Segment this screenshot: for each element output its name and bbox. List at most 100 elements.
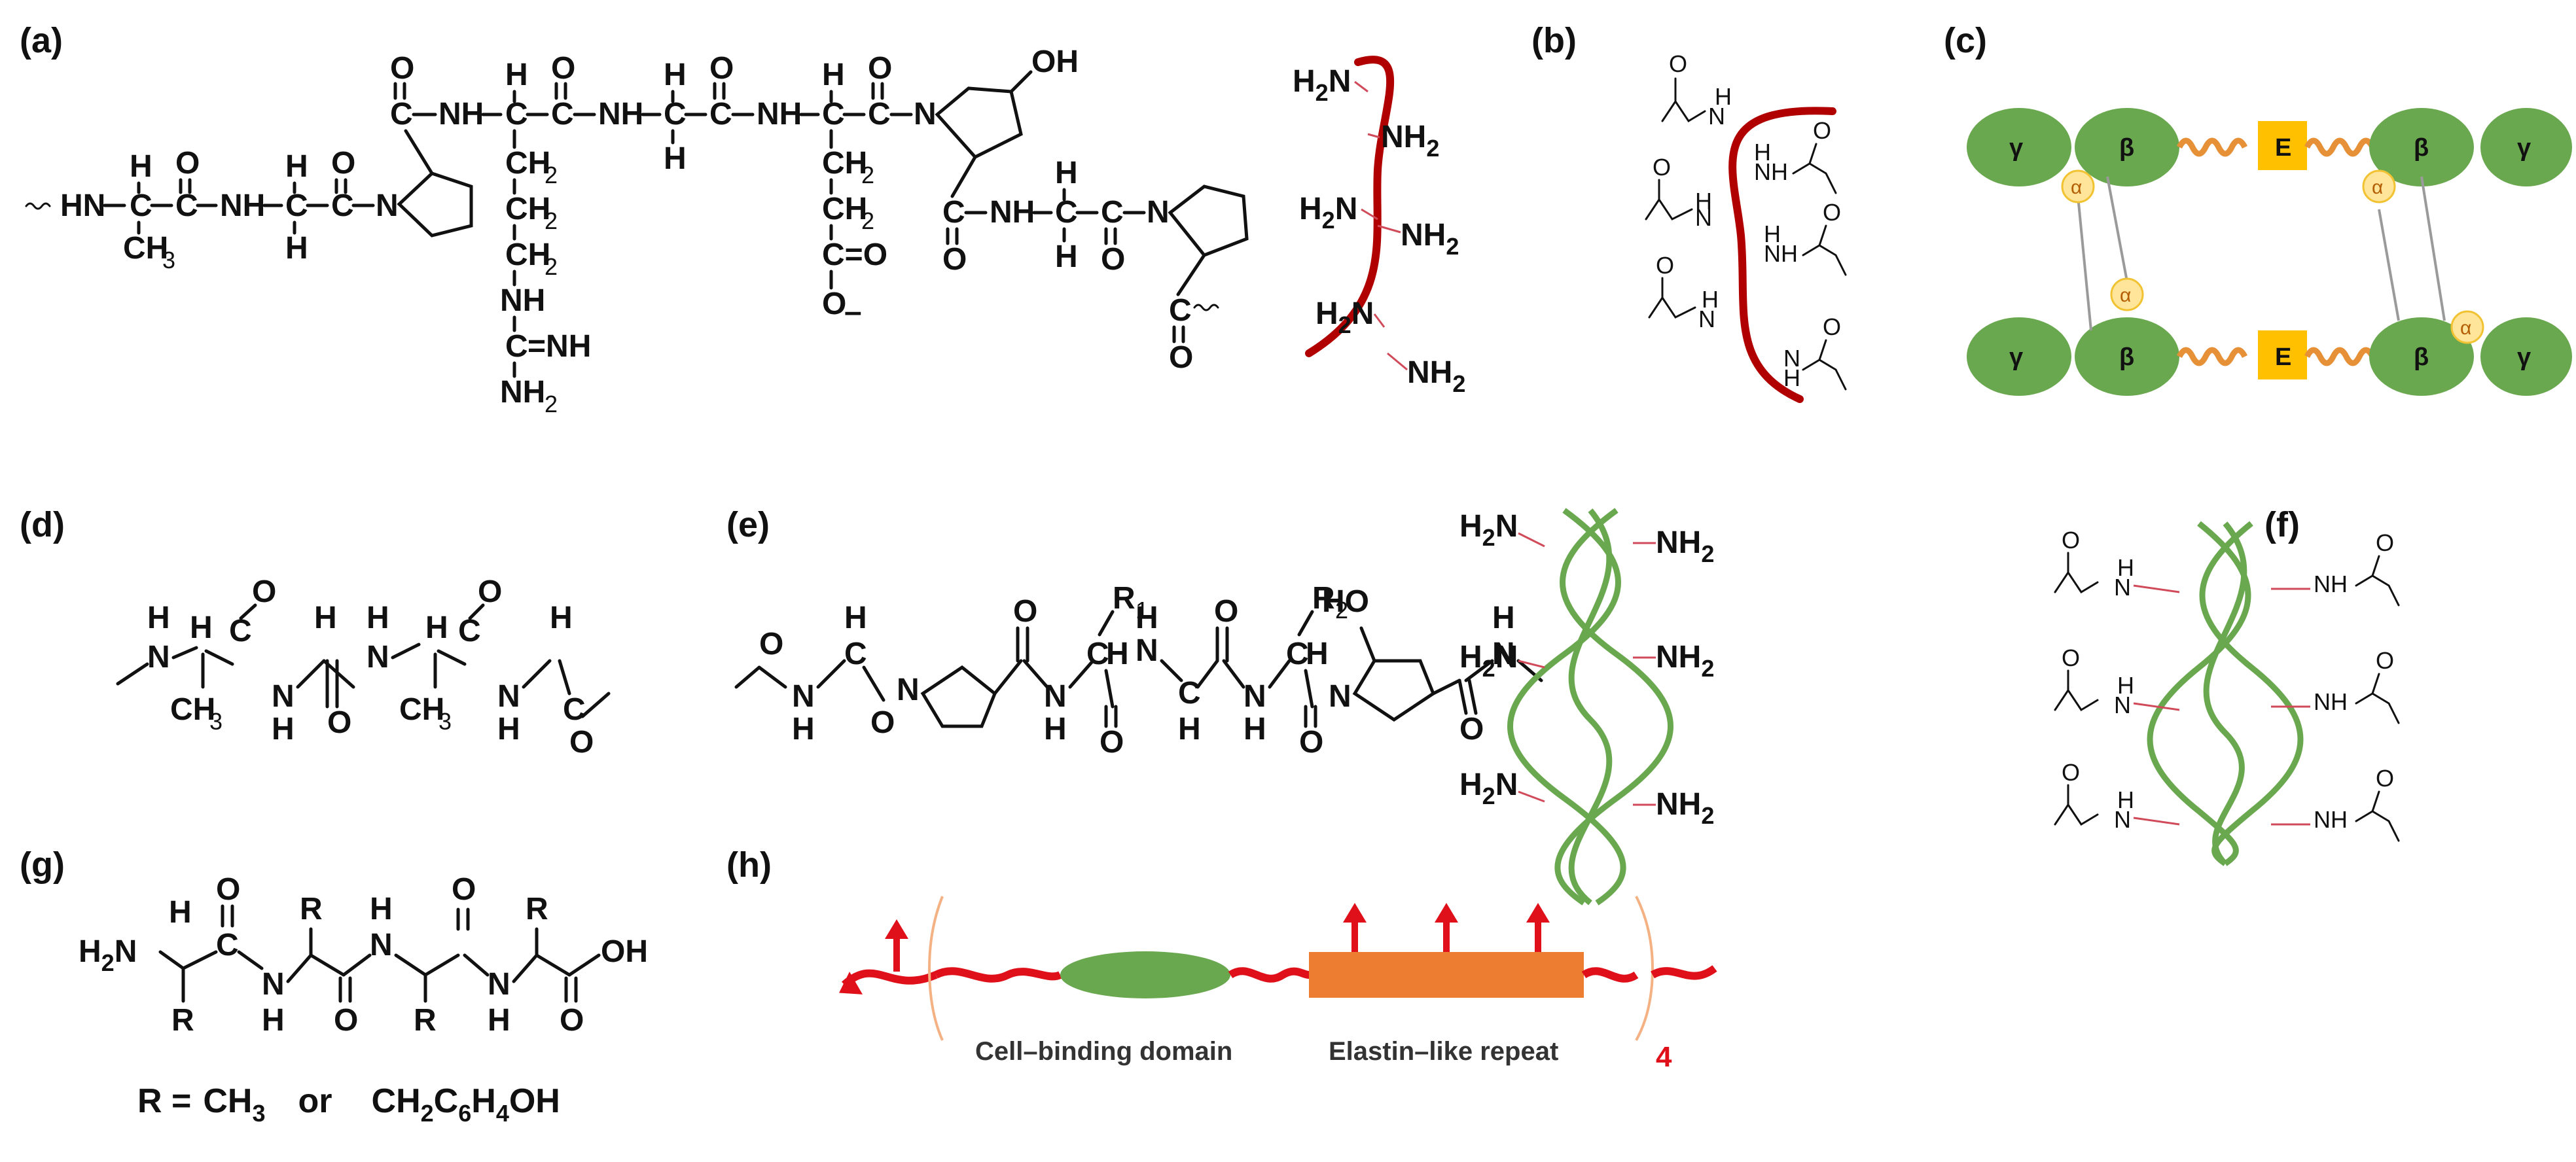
gelatin-chain: [1305, 56, 1395, 357]
svg-text:γ: γ: [2517, 134, 2531, 162]
svg-text:N: N: [488, 967, 510, 1002]
svg-text:H: H: [425, 610, 448, 645]
svg-text:NH: NH: [1764, 240, 1798, 267]
panel-label-e: (e): [726, 505, 770, 544]
svg-text:O: O: [709, 51, 734, 86]
svg-text:R: R: [300, 892, 323, 926]
svg-text:O: O: [1823, 313, 1841, 340]
svg-text:=NH: =NH: [528, 329, 591, 364]
svg-text:H: H: [130, 149, 152, 184]
svg-text:N: N: [1329, 679, 1351, 714]
methacrylamide-group: NH O: [2271, 765, 2400, 842]
svg-text:O: O: [1669, 50, 1687, 77]
svg-text:C: C: [390, 97, 413, 132]
svg-text:2: 2: [545, 207, 558, 234]
svg-text:3: 3: [209, 708, 223, 735]
svg-text:H: H: [664, 58, 687, 92]
beta-domain: [2075, 317, 2179, 396]
svg-text:N: N: [1136, 633, 1158, 668]
svg-text:C: C: [285, 188, 308, 223]
panel-label-g: (g): [20, 845, 65, 885]
elastin-like-label: Elastin–like repeat: [1329, 1037, 1558, 1066]
svg-text:H: H: [285, 231, 308, 266]
methacrylamide-group: O H N: [1648, 252, 1719, 332]
panel-a-structure: HN H C CH 3 C O NH H C H C O N C: [25, 44, 1249, 417]
svg-text:CH: CH: [505, 192, 550, 226]
panel-label-b: (b): [1531, 21, 1577, 60]
svg-text:γ: γ: [2009, 134, 2023, 162]
amine-label: NH2: [1381, 120, 1439, 162]
svg-text:CH: CH: [822, 192, 867, 226]
svg-text:C: C: [1169, 293, 1192, 328]
svg-text:NH: NH: [2314, 806, 2348, 833]
arrow-up-icon: [1435, 903, 1458, 923]
svg-text:N: N: [2114, 692, 2131, 718]
svg-text:O: O: [759, 627, 783, 661]
svg-text:N: N: [1695, 204, 1712, 231]
svg-text:H: H: [1754, 139, 1771, 166]
beta-domain: [2075, 108, 2179, 186]
repeat-bracket-close: [1635, 896, 1655, 1041]
panel-label-a: (a): [20, 21, 63, 60]
panel-g-structure: H2N H R C O N H R O N H R O N H R: [79, 872, 648, 1127]
c-terminus: OH: [601, 934, 648, 969]
svg-text:N: N: [1044, 679, 1067, 714]
gelma-chain: [1728, 107, 1836, 403]
svg-text:O: O: [216, 872, 240, 907]
svg-text:R: R: [1312, 581, 1335, 616]
svg-text:H: H: [1492, 601, 1515, 635]
svg-text:H: H: [285, 149, 308, 184]
svg-text:O: O: [942, 242, 967, 277]
svg-text:O: O: [569, 725, 594, 760]
svg-text:N: N: [1783, 345, 1800, 372]
panel-c-fibrinogen: γ β E β γ γ β E β γ α α α α: [1967, 108, 2572, 396]
svg-text:H: H: [1715, 83, 1732, 110]
svg-text:NH: NH: [500, 375, 545, 410]
svg-text:H: H: [505, 58, 528, 92]
panel-h-construct: 4 Cell–binding domain Elastin–like repea…: [839, 896, 1717, 1073]
svg-text:N: N: [914, 97, 937, 132]
svg-text:H: H: [190, 610, 213, 645]
svg-text:C: C: [709, 97, 732, 132]
svg-text:N: N: [497, 679, 520, 714]
svg-text:O: O: [327, 705, 351, 740]
svg-text:N: N: [1708, 103, 1725, 130]
panel-label-f: (f): [2264, 505, 2300, 544]
svg-text:H: H: [2117, 672, 2134, 699]
svg-text:O: O: [868, 51, 892, 86]
svg-text:2: 2: [545, 391, 558, 417]
svg-text:H: H: [1055, 156, 1078, 190]
atom-hn: HN: [60, 188, 105, 223]
svg-text:H: H: [1783, 364, 1800, 391]
svg-text:2: 2: [861, 162, 874, 188]
svg-text:O: O: [2376, 765, 2394, 792]
svg-text:O: O: [1653, 154, 1671, 181]
svg-text:H: H: [1044, 712, 1067, 747]
svg-text:H: H: [2117, 786, 2134, 813]
svg-text:O: O: [1101, 242, 1125, 277]
svg-text:O: O: [252, 574, 276, 609]
svg-text:H: H: [1243, 712, 1266, 747]
panel-label-c: (c): [1944, 21, 1987, 60]
svg-text:O: O: [175, 146, 200, 181]
svg-text:α: α: [2120, 285, 2131, 306]
amine-label: H2N: [1459, 767, 1518, 809]
svg-text:C: C: [175, 188, 198, 223]
svg-text:O: O: [2376, 647, 2394, 674]
amine-label: H2N: [1459, 640, 1518, 682]
svg-text:H: H: [1306, 637, 1329, 671]
alpha-chain: [2110, 277, 2144, 311]
svg-text:H: H: [488, 1003, 510, 1038]
svg-text:NH: NH: [2314, 688, 2348, 715]
svg-text:C=O: C=O: [822, 238, 887, 272]
svg-text:C: C: [1101, 195, 1124, 230]
svg-text:β: β: [2119, 134, 2134, 162]
arrow-up-icon: [885, 919, 908, 939]
coiled-coil: [2176, 347, 2248, 366]
svg-text:NH: NH: [598, 97, 643, 132]
svg-text:γ: γ: [2517, 343, 2531, 371]
svg-text:1: 1: [1136, 597, 1149, 624]
svg-text:H: H: [1764, 220, 1781, 247]
svg-text:O: O: [1013, 594, 1037, 629]
amine-label: NH2: [1401, 218, 1459, 260]
